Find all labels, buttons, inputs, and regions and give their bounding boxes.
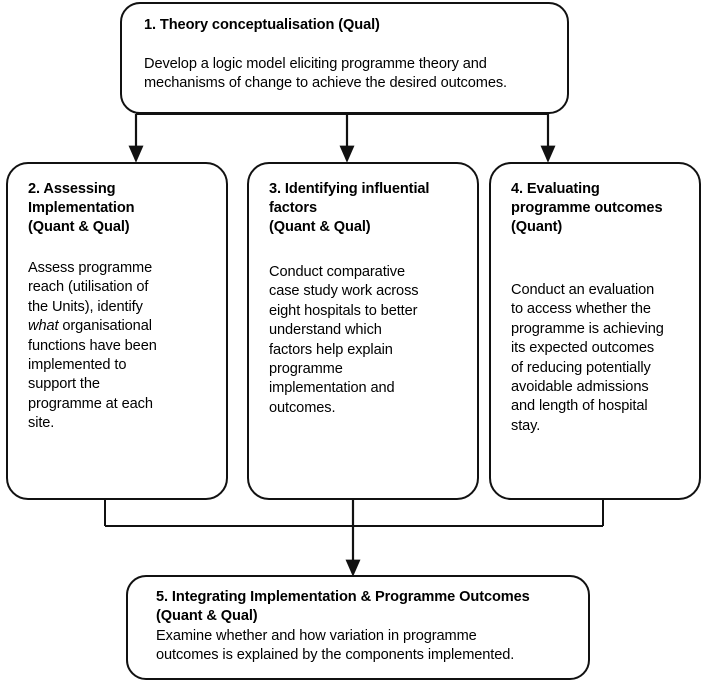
node-2-body: Assess programme reach (utilisation of t… bbox=[28, 259, 212, 434]
node-4-body: Conduct an evaluation to access whether … bbox=[511, 281, 664, 434]
node-5-title: 5. Integrating Implementation & Programm… bbox=[156, 589, 530, 624]
node-4-title: 4. Evaluating programme outcomes (Quant) bbox=[511, 181, 663, 235]
flow-node-theory-conceptualisation[interactable]: 1. Theory conceptualisation (Qual) Devel… bbox=[120, 2, 569, 114]
node-2-body-italic: what bbox=[28, 318, 59, 335]
node-2-content: 2. Assessing Implementation (Quant & Qua… bbox=[8, 164, 226, 444]
node-1-body: Develop a logic model eliciting programm… bbox=[144, 55, 507, 92]
node-3-body: Conduct comparative case study work acro… bbox=[269, 263, 419, 416]
flow-node-integrating-implementation-outcomes[interactable]: 5. Integrating Implementation & Programm… bbox=[126, 575, 590, 680]
node-1-title: 1. Theory conceptualisation (Qual) bbox=[144, 17, 380, 33]
node-2-title: 2. Assessing Implementation (Quant & Qua… bbox=[28, 181, 135, 235]
node-5-content: 5. Integrating Implementation & Programm… bbox=[128, 577, 588, 674]
node-2-body-suffix: organisational functions have been imple… bbox=[28, 318, 157, 432]
flow-node-identifying-influential-factors[interactable]: 3. Identifying influential factors (Quan… bbox=[247, 162, 479, 500]
node-2-body-prefix: Assess programme reach (utilisation of t… bbox=[28, 259, 153, 315]
node-3-content: 3. Identifying influential factors (Quan… bbox=[249, 164, 477, 428]
node-4-content: 4. Evaluating programme outcomes (Quant)… bbox=[491, 164, 699, 446]
flow-node-evaluating-programme-outcomes[interactable]: 4. Evaluating programme outcomes (Quant)… bbox=[489, 162, 701, 500]
node-5-body: Examine whether and how variation in pro… bbox=[156, 627, 515, 664]
flow-node-assessing-implementation[interactable]: 2. Assessing Implementation (Quant & Qua… bbox=[6, 162, 228, 500]
node-3-title: 3. Identifying influential factors (Quan… bbox=[269, 181, 430, 235]
node-1-content: 1. Theory conceptualisation (Qual) Devel… bbox=[122, 4, 567, 104]
